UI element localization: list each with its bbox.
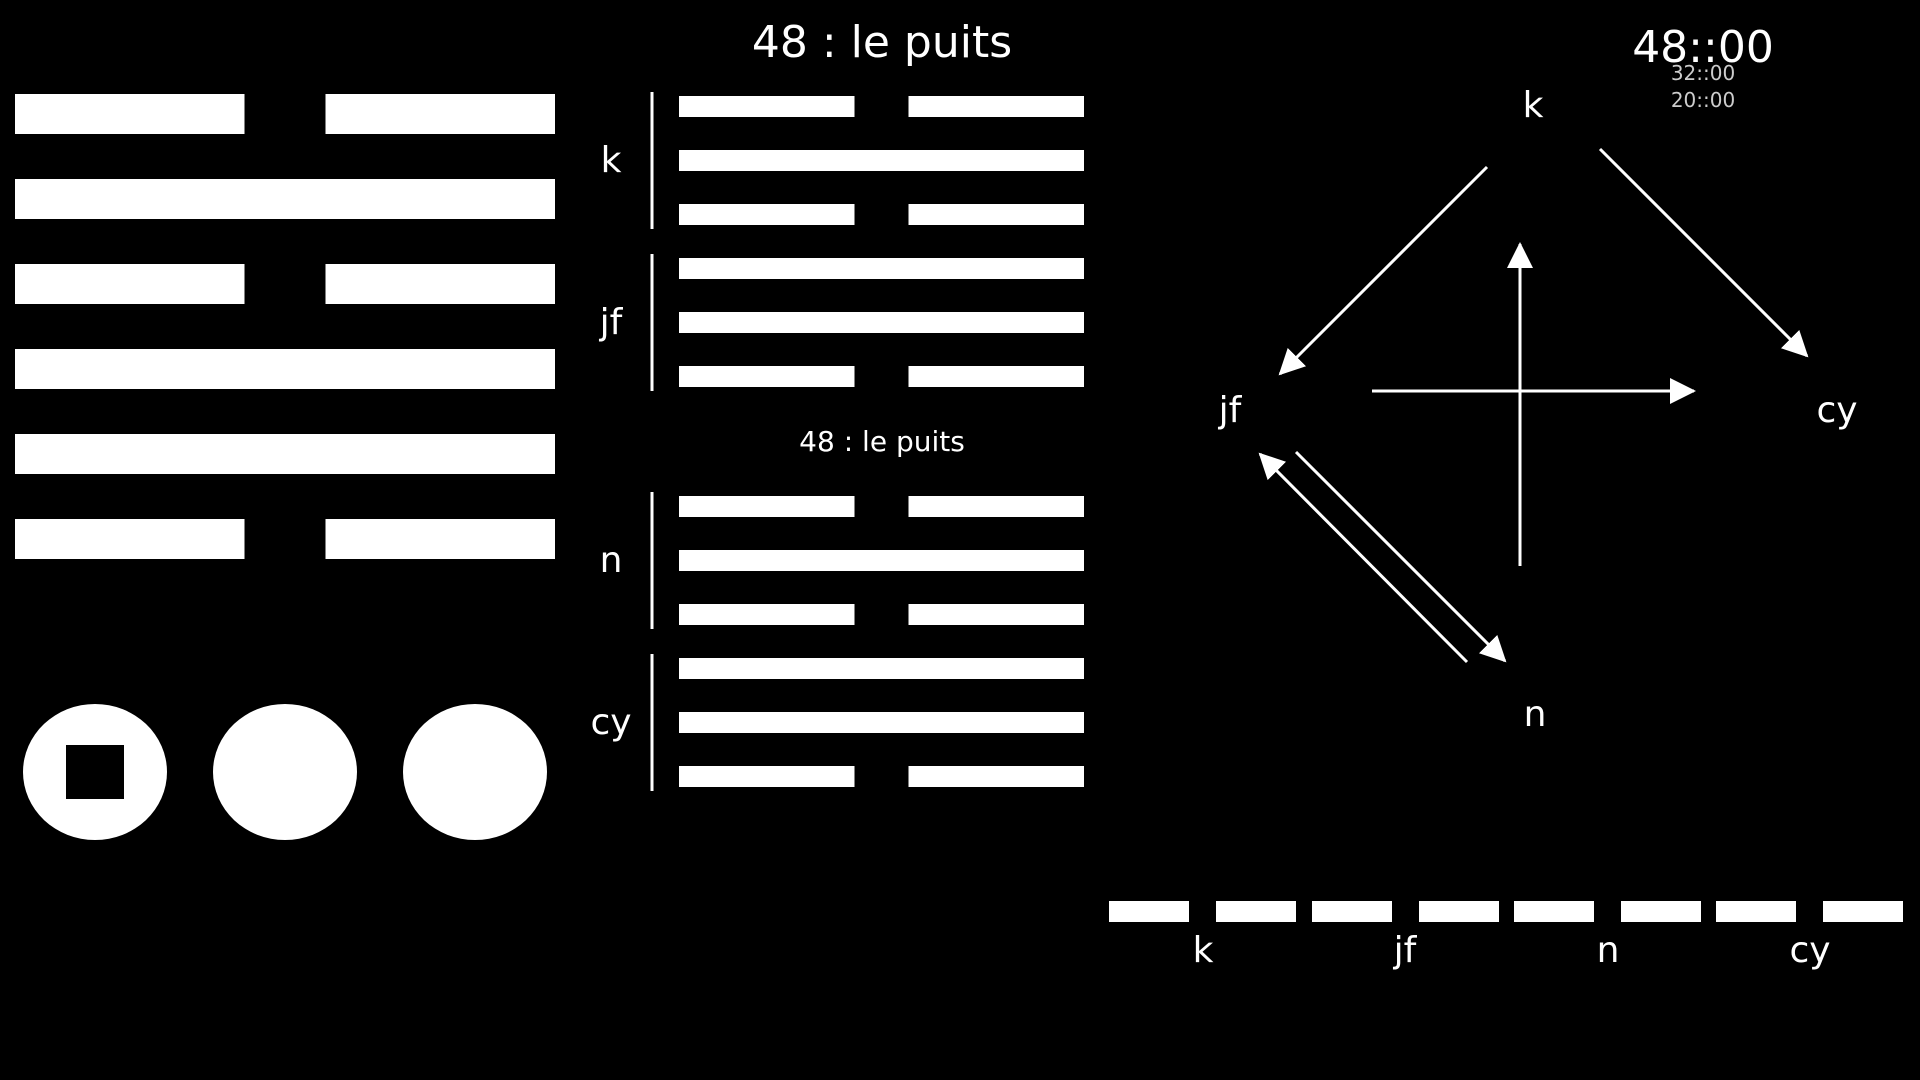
trigram-jf-line-3-yin-right [908, 366, 1084, 387]
bottom-bar-segment-8 [1823, 901, 1903, 922]
trigram-k-line-2-yang [679, 150, 1084, 171]
trigram-n-line-1-yin-right [908, 496, 1084, 517]
trigram-jf-line-1-yang [679, 258, 1084, 279]
bottom-bar-segment-1 [1109, 901, 1189, 922]
clock-secondary-2: 20::00 [1671, 88, 1735, 112]
trigram-diagram: k jf cy n [1218, 85, 1858, 735]
trigram-jf-line-3-yin-left [679, 366, 855, 387]
trigram-n-line-3-yin-left [679, 604, 855, 625]
arrow-jf-to-n [1294, 450, 1507, 663]
bottom-bar-segment-4 [1419, 901, 1499, 922]
bottom-bar-segment-2 [1216, 901, 1296, 922]
trigram-cy-line-3-yin-left [679, 766, 855, 787]
node-label-left: jf [1218, 390, 1243, 431]
trigram-n-line-3-yin-right [908, 604, 1084, 625]
hexagram-line-6-yin-left [15, 519, 245, 559]
coin-3[interactable] [403, 704, 547, 840]
hexagram-title: 48 : le puits [752, 17, 1012, 68]
arrow-k-to-jf [1278, 165, 1489, 376]
hexagram-line-3-yin-right [325, 264, 555, 304]
trigram-k: k [601, 92, 1084, 229]
hexagram-line-2-yang [15, 179, 555, 219]
arrow-n-to-jf [1258, 452, 1469, 664]
trigram-jf-line-2-yang [679, 312, 1084, 333]
trigram-stack: k jf n cy [590, 92, 1084, 791]
bottom-bar-label-jf: jf [1393, 930, 1418, 971]
hexagram-line-5-yang [15, 434, 555, 474]
hexagram-line-1-yin-left [15, 94, 245, 134]
hexagram-line-4-yang [15, 349, 555, 389]
clock-secondary-1: 32::00 [1671, 61, 1735, 85]
trigram-k-line-3-yin-left [679, 204, 855, 225]
trigram-label-n: n [600, 540, 623, 581]
coin-1-square-mark [66, 745, 124, 799]
clock-main: 48::00 [1632, 22, 1774, 73]
trigram-n-line-1-yin-left [679, 496, 855, 517]
bottom-bar-segment-6 [1621, 901, 1701, 922]
hexagram-line-1-yin-right [325, 94, 555, 134]
bottom-bar-label-k: k [1193, 930, 1214, 971]
trigram-k-line-1-yin-right [908, 96, 1084, 117]
trigram-jf: jf [599, 254, 1084, 391]
hexagram-subtitle: 48 : le puits [799, 425, 965, 458]
trigram-label-jf: jf [599, 302, 624, 343]
bottom-bar-segment-7 [1716, 901, 1796, 922]
bottom-bar-label-n: n [1597, 930, 1620, 971]
bottom-bar-segment-5 [1514, 901, 1594, 922]
coins [23, 704, 547, 840]
node-label-right: cy [1816, 390, 1857, 431]
trigram-n: n [600, 492, 1084, 629]
trigram-cy: cy [590, 654, 1084, 791]
trigram-k-line-3-yin-right [908, 204, 1084, 225]
arrow-k-to-cy [1598, 147, 1809, 358]
hexagram-line-3-yin-left [15, 264, 245, 304]
trigram-cy-line-3-yin-right [908, 766, 1084, 787]
bottom-bar-segment-3 [1312, 901, 1392, 922]
trigram-n-line-2-yang [679, 550, 1084, 571]
node-label-top: k [1523, 85, 1544, 126]
node-label-bottom: n [1524, 694, 1547, 735]
trigram-label-cy: cy [590, 702, 631, 743]
bottom-bar: k jf n cy [1109, 901, 1903, 971]
trigram-cy-line-1-yang [679, 658, 1084, 679]
trigram-cy-line-2-yang [679, 712, 1084, 733]
hexagram-line-6-yin-right [325, 519, 555, 559]
bottom-bar-label-cy: cy [1789, 930, 1830, 971]
big-hexagram [15, 94, 555, 559]
coin-2[interactable] [213, 704, 357, 840]
trigram-label-k: k [601, 140, 622, 181]
trigram-k-line-1-yin-left [679, 96, 855, 117]
